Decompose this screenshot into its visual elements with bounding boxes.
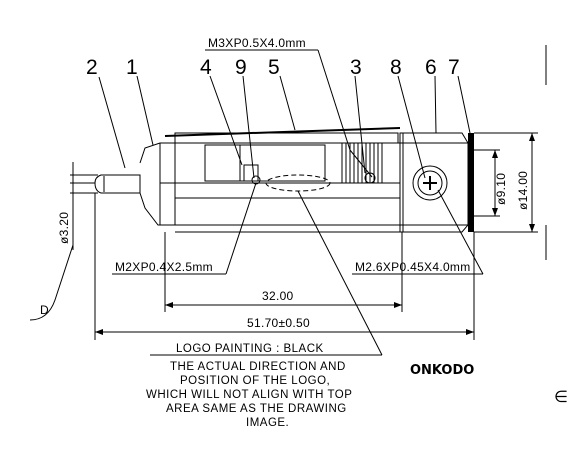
logo-note-line-4: AREA SAME AS THE DRAWING (166, 403, 347, 415)
thread-top-label: M3XP0.5X4.0mm (208, 36, 306, 50)
part-number-1: 1 (126, 56, 138, 79)
connector-body (94, 127, 474, 233)
thread-section (341, 143, 383, 184)
body-length-label: 32.00 (262, 289, 294, 303)
inner-diameter-label: ø9.10 (494, 173, 508, 205)
brand-label: ONKODO (410, 363, 474, 378)
left-edge-fragment: D (40, 303, 49, 317)
part-number-8: 8 (390, 56, 402, 79)
part-callouts: 2 1 4 9 5 3 8 6 7 (86, 56, 471, 179)
thread-left-label: M2XP0.4X2.5mm (115, 260, 213, 274)
part-number-5: 5 (268, 56, 280, 79)
right-edge-fragment: ∈ (554, 389, 568, 406)
logo-note-line-5: IMAGE. (246, 417, 289, 429)
outer-diameter-label: ø14.00 (516, 171, 530, 210)
part-number-4: 4 (200, 56, 212, 79)
part-number-7: 7 (448, 56, 460, 79)
logo-note-line-3: WHICH WILL NOT ALIGN WITH TOP (146, 389, 352, 401)
thread-right-label: M2.6XP0.45X4.0mm (355, 260, 471, 274)
dimension-callouts: M3XP0.5X4.0mm M2XP0.4X2.5mm M2.6XP0.45X4… (57, 36, 538, 340)
logo-note-line-1: THE ACTUAL DIRECTION AND (170, 361, 346, 373)
part-number-3: 3 (350, 56, 362, 79)
part-number-6: 6 (425, 56, 437, 79)
logo-note-title: LOGO PAINTING : BLACK (176, 343, 324, 355)
total-length-label: 51.70±0.50 (247, 316, 310, 330)
part-number-9: 9 (235, 56, 247, 79)
logo-note-line-2: POSITION OF THE LOGO, (180, 375, 330, 387)
logo-note: LOGO PAINTING : BLACK THE ACTUAL DIRECTI… (146, 190, 383, 429)
part-number-2: 2 (86, 56, 98, 79)
pin-diameter-label: ø3.20 (57, 212, 71, 244)
